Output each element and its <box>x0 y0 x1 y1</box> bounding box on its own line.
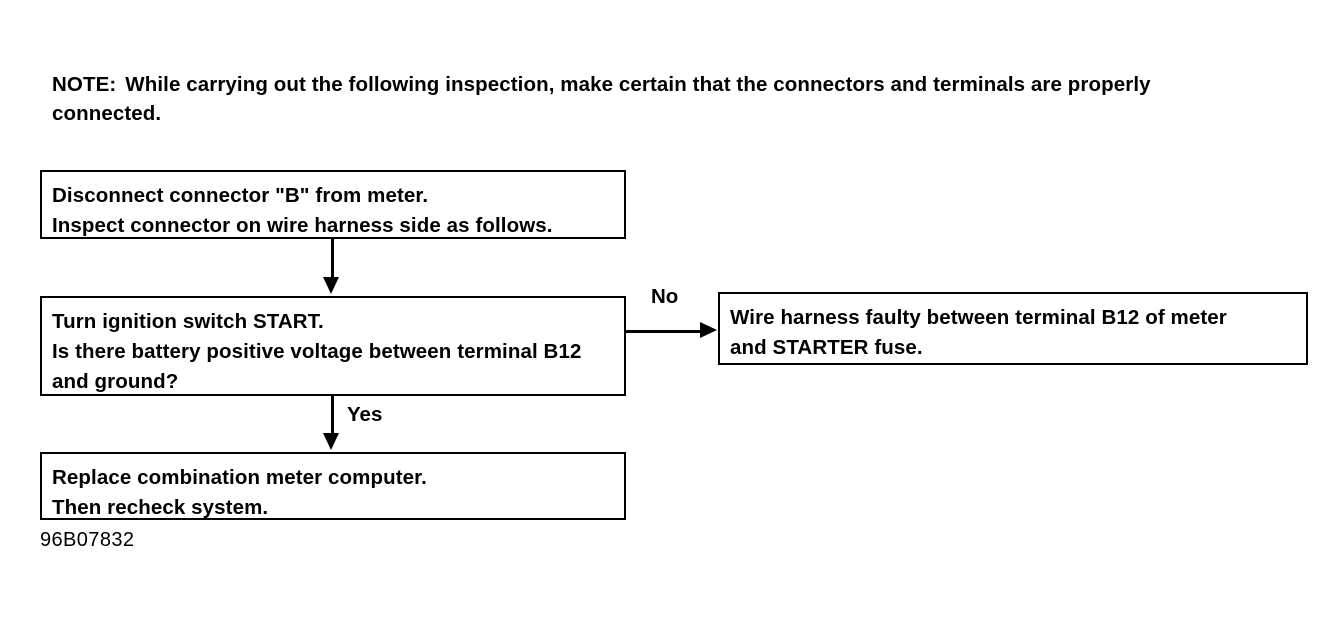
note-label: NOTE: <box>52 73 117 96</box>
flow-box-replace: Replace combination meter computer. Then… <box>40 452 626 520</box>
arrow-down-icon <box>323 433 339 450</box>
branch-label-no: No <box>651 285 679 308</box>
note-block: NOTE:While carrying out the following in… <box>52 70 1262 128</box>
flow-box-disconnect: Disconnect connector "B" from meter. Ins… <box>40 170 626 239</box>
flow-box-line: Replace combination meter computer. <box>52 466 427 489</box>
flow-box-line: Wire harness faulty between terminal B12… <box>730 306 1227 329</box>
flow-box-line: and ground? <box>52 370 179 393</box>
flow-box-line: and STARTER fuse. <box>730 336 923 359</box>
arrow-down-icon <box>323 277 339 294</box>
arrow-right-icon <box>700 322 717 338</box>
connector-line-decision-to-replace <box>331 396 334 435</box>
connector-line-disconnect-to-decision <box>331 239 334 279</box>
flow-box-line: Then recheck system. <box>52 496 269 519</box>
flow-box-line: Is there battery positive voltage betwee… <box>52 340 582 363</box>
connector-line-decision-to-harness-fault <box>626 330 702 333</box>
note-text: While carrying out the following inspect… <box>52 73 1151 125</box>
flow-box-harness-fault: Wire harness faulty between terminal B12… <box>718 292 1308 365</box>
flow-box-line: Inspect connector on wire harness side a… <box>52 214 553 237</box>
figure-reference-code: 96B07832 <box>40 529 135 551</box>
flow-box-line: Disconnect connector "B" from meter. <box>52 184 429 207</box>
flow-box-decision: Turn ignition switch START. Is there bat… <box>40 296 626 396</box>
flow-box-line: Turn ignition switch START. <box>52 310 324 333</box>
branch-label-yes: Yes <box>347 403 383 426</box>
